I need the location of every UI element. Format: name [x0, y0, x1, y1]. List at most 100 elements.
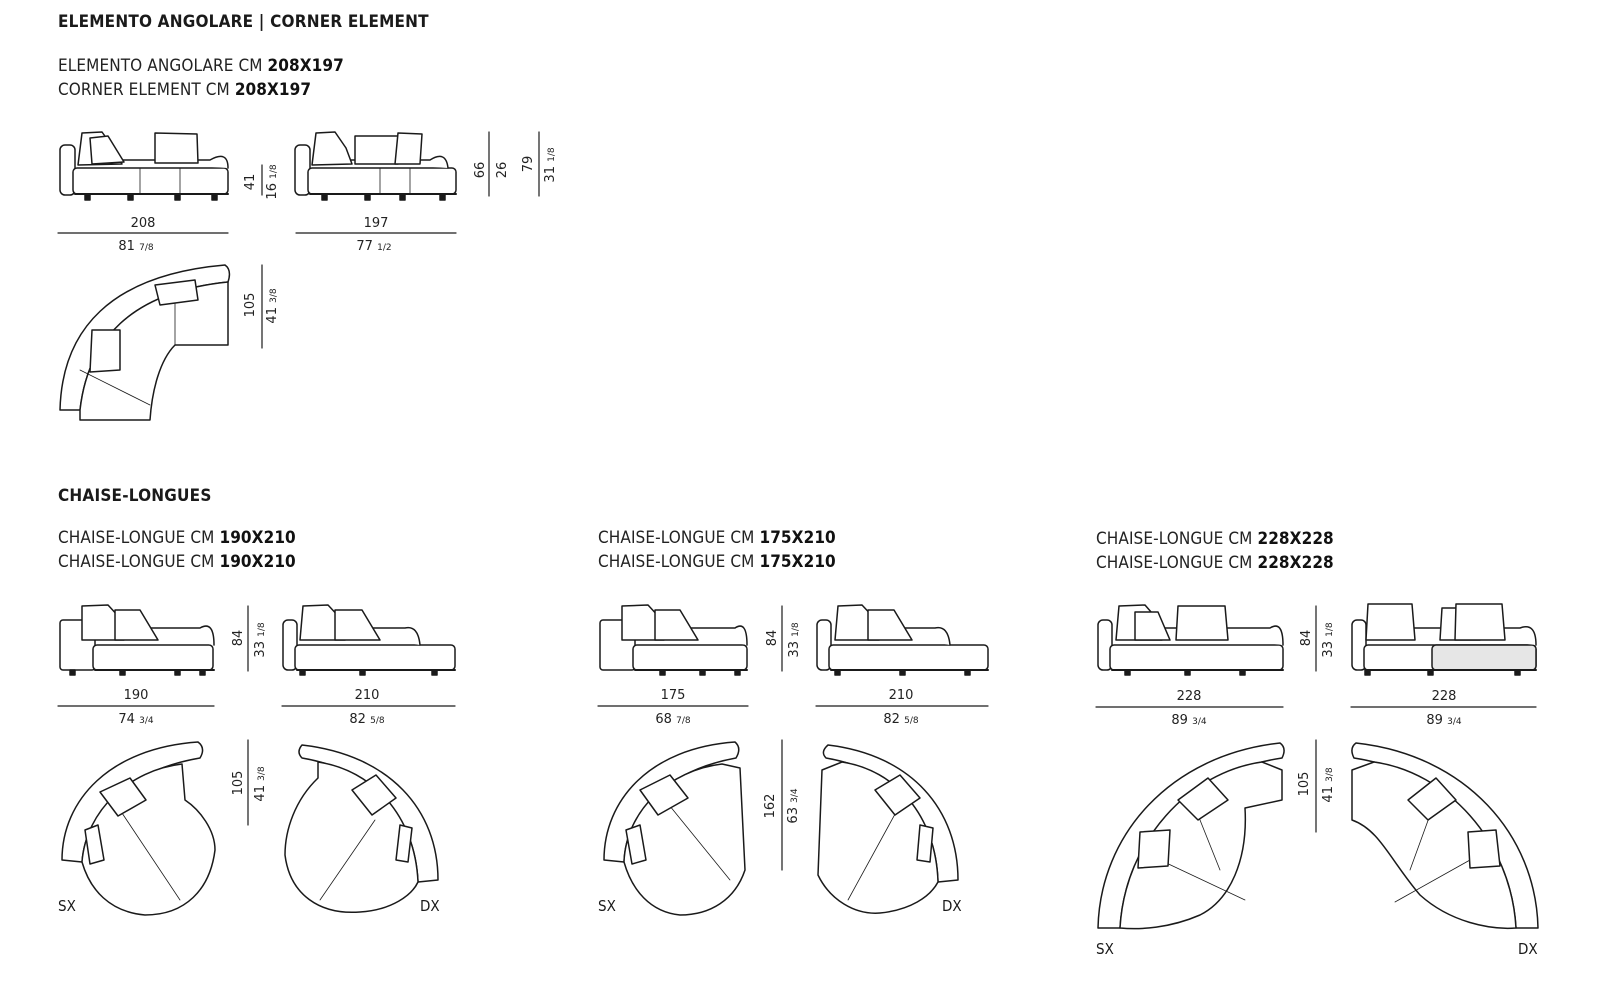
corner-section-title: ELEMENTO ANGOLARE | CORNER ELEMENT	[58, 12, 429, 32]
chaise-1-name-2-prefix: CHAISE-LONGUE CM	[58, 552, 220, 572]
chaise-2-w2-in: 82 5/8	[883, 712, 918, 727]
chaise-section-title: CHAISE-LONGUES	[58, 486, 212, 506]
chaise-2-name-1: CHAISE-LONGUE CM 175X210	[598, 528, 836, 548]
chaise-2-name-2: CHAISE-LONGUE CM 175X210	[598, 552, 836, 572]
chaise-2-w2-in-int: 82	[883, 712, 900, 727]
chaise-1-d-in: 41 3/8	[253, 766, 268, 801]
chaise-1-w2-in-frac: 5/8	[370, 716, 385, 726]
dimension-texts: 208 81 7/8 197 77 1/2 41 16 1/8 66 26 79…	[118, 147, 1461, 823]
corner-front-width-in-int: 81	[118, 239, 135, 254]
corner-height-b-cm: 26	[495, 162, 510, 179]
chaise-1-w1-in-int: 74	[118, 712, 135, 727]
corner-front-width-in: 81 7/8	[118, 239, 153, 254]
chaise-1-name-1: CHAISE-LONGUE CM 190X210	[58, 528, 296, 548]
chaise-3-h-in-int: 33	[1321, 641, 1336, 658]
corner-plan-view	[59, 264, 231, 421]
chaise-2-d-in-int: 63	[786, 807, 801, 824]
chaise-3-h-in: 33 1/8	[1321, 622, 1336, 657]
chaise-2-side-view	[816, 604, 989, 676]
chaise-2-w1-in-frac: 7/8	[676, 716, 691, 726]
corner-name-en: CORNER ELEMENT CM 208X197	[58, 80, 311, 100]
chaise-2-h-in-int: 33	[787, 641, 802, 658]
corner-seat-height-cm: 41	[243, 174, 258, 191]
chaise-2-w1-cm: 175	[661, 688, 686, 703]
corner-depth-in-int: 41	[265, 307, 280, 324]
corner-front-width-in-frac: 7/8	[139, 243, 154, 253]
chaise-2-plan-dx	[817, 744, 959, 914]
chaise-3-w2-cm: 228	[1432, 689, 1457, 704]
chaise-1-d-in-frac: 3/8	[257, 766, 267, 781]
chaise-1-d-cm: 105	[231, 771, 246, 796]
chaise-2-d-in: 63 3/4	[786, 788, 801, 823]
corner-name-it-prefix: ELEMENTO ANGOLARE CM	[58, 56, 268, 76]
chaise-1-h-in-frac: 1/8	[257, 622, 267, 637]
chaise-2-name-1-prefix: CHAISE-LONGUE CM	[598, 528, 760, 548]
chaise-1-front-view	[59, 604, 215, 676]
chaise-1-h-cm: 84	[231, 630, 246, 647]
chaise-3-sx-label: SX	[1096, 940, 1114, 958]
chaise-2-h-cm: 84	[765, 630, 780, 647]
chaise-3-side-view	[1351, 603, 1537, 676]
chaise-2-w1-in-int: 68	[655, 712, 672, 727]
chaise-2-front-view	[599, 604, 748, 676]
chaise-3-plan-sx	[1097, 742, 1285, 930]
chaise-2-h-in: 33 1/8	[787, 622, 802, 657]
chaise-3-plan-dx	[1351, 742, 1539, 930]
chaise-3-name-2-prefix: CHAISE-LONGUE CM	[1096, 553, 1258, 573]
corner-depth-in: 41 3/8	[265, 288, 280, 323]
chaise-1-h-in: 33 1/8	[253, 622, 268, 657]
chaise-2-w2-cm: 210	[889, 688, 914, 703]
chaise-3-name-1-size: 228X228	[1257, 529, 1334, 549]
chaise-2-d-in-frac: 3/4	[790, 788, 800, 803]
corner-depth-cm: 105	[243, 293, 258, 318]
chaise-1-h-in-int: 33	[253, 641, 268, 658]
chaise-2-plan-sx	[603, 741, 746, 916]
chaise-2-name-2-prefix: CHAISE-LONGUE CM	[598, 552, 760, 572]
chaise-3-w1-in: 89 3/4	[1171, 713, 1206, 728]
chaise-2-name-1-size: 175X210	[759, 528, 836, 548]
corner-seat-height-in-frac: 1/8	[269, 164, 279, 179]
chaise-2-name-2-size: 175X210	[759, 552, 836, 572]
corner-name-it-size: 208X197	[267, 56, 344, 76]
chaise-1-name-1-prefix: CHAISE-LONGUE CM	[58, 528, 220, 548]
chaise-1-w1-cm: 190	[124, 688, 149, 703]
chaise-1-w2-in: 82 5/8	[349, 712, 384, 727]
chaise-1-plan-dx	[284, 744, 439, 913]
chaise-3-name-2-size: 228X228	[1257, 553, 1334, 573]
corner-seat-height-in: 16 1/8	[265, 164, 280, 199]
corner-height-c-in: 31 1/8	[543, 147, 558, 182]
chaise-1-name-1-size: 190X210	[219, 528, 296, 548]
chaise-1-sx-label: SX	[58, 897, 76, 915]
chaise-1-w1-in: 74 3/4	[118, 712, 153, 727]
chaise-2-dx-label: DX	[942, 897, 962, 915]
corner-front-width-cm: 208	[131, 216, 156, 231]
corner-height-c-in-frac: 1/8	[547, 147, 557, 162]
chaise-3-w1-in-int: 89	[1171, 713, 1188, 728]
corner-side-width-in-frac: 1/2	[377, 243, 391, 253]
chaise-1-w1-in-frac: 3/4	[139, 716, 154, 726]
corner-height-c-cm: 79	[521, 156, 536, 173]
chaise-1-side-view	[282, 604, 456, 676]
chaise-3-name-1: CHAISE-LONGUE CM 228X228	[1096, 529, 1334, 549]
corner-name-en-prefix: CORNER ELEMENT CM	[58, 80, 235, 100]
corner-front-view	[59, 131, 229, 201]
chaise-3-d-in: 41 3/8	[1321, 767, 1336, 802]
chaise-1-name-2: CHAISE-LONGUE CM 190X210	[58, 552, 296, 572]
chaise-3-front-view	[1097, 604, 1284, 676]
corner-name-en-size: 208X197	[234, 80, 312, 100]
chaise-2-w1-in: 68 7/8	[655, 712, 690, 727]
chaise-1-name-2-size: 190X210	[219, 552, 296, 572]
chaise-2-d-cm: 162	[763, 794, 778, 819]
chaise-3-name-2: CHAISE-LONGUE CM 228X228	[1096, 553, 1334, 573]
chaise-3-w1-cm: 228	[1177, 689, 1202, 704]
corner-height-a-cm: 66	[473, 162, 488, 179]
corner-side-width-in-int: 77	[356, 239, 373, 254]
chaise-1-d-in-int: 41	[253, 785, 268, 802]
chaise-2-h-in-frac: 1/8	[791, 622, 801, 637]
chaise-3-d-cm: 105	[1297, 772, 1312, 797]
corner-name-it: ELEMENTO ANGOLARE CM 208X197	[58, 56, 344, 76]
corner-height-c-in-int: 31	[543, 166, 558, 183]
chaise-3-w2-in: 89 3/4	[1426, 713, 1461, 728]
chaise-3-dx-label: DX	[1518, 940, 1538, 958]
